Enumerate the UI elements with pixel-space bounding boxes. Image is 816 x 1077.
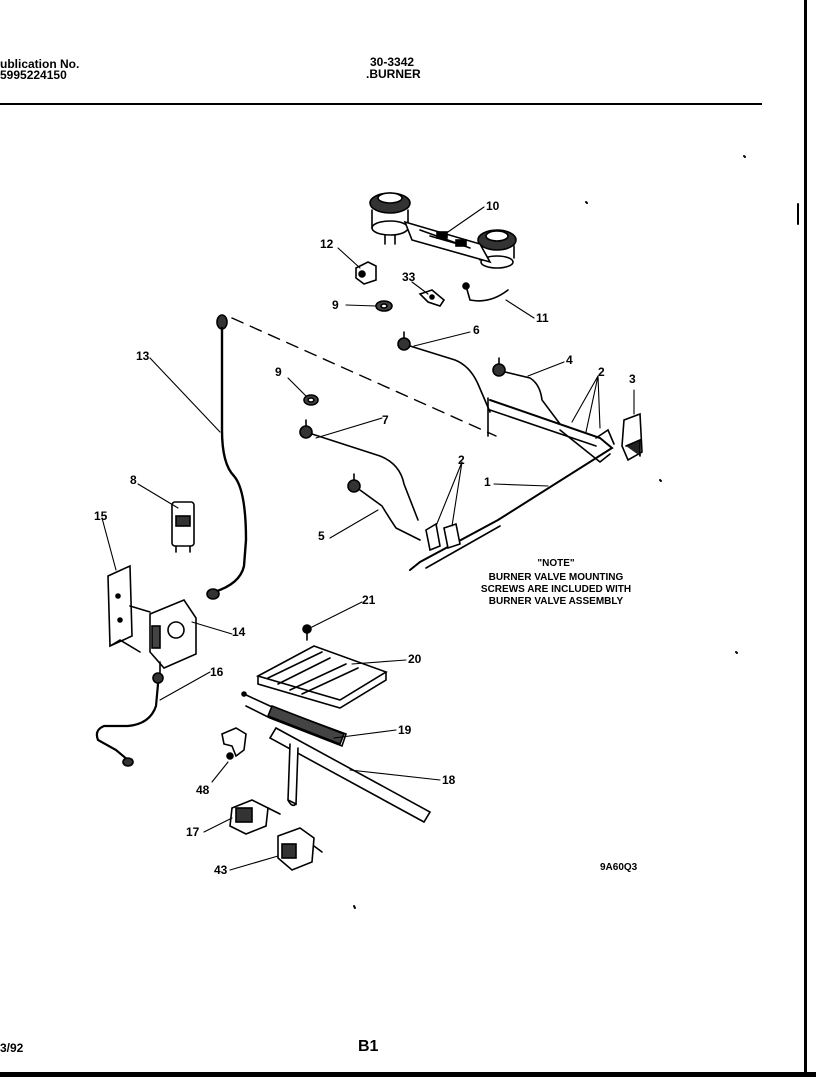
label-18: 18 bbox=[442, 773, 456, 787]
revision-date: 3/92 bbox=[0, 1041, 24, 1055]
section-name: .BURNER bbox=[366, 67, 421, 81]
part-43-bracket bbox=[277, 827, 323, 871]
callout-labels: 10 12 33 9 11 6 13 4 9 2 3 7 2 8 1 15 5 … bbox=[94, 199, 636, 877]
part-4-tube bbox=[492, 357, 561, 425]
page-number: B1 bbox=[358, 1038, 379, 1055]
label-7: 7 bbox=[382, 413, 389, 427]
part-18-burner-tube bbox=[268, 726, 432, 824]
part-12-bracket bbox=[355, 261, 377, 285]
label-6b: 8 bbox=[130, 473, 137, 487]
scan-specks bbox=[353, 155, 799, 909]
label-4: 4 bbox=[566, 353, 573, 367]
note-line-3: BURNER VALVE ASSEMBLY bbox=[489, 596, 624, 607]
part-21-screw bbox=[302, 624, 312, 641]
frame-right-edge bbox=[804, 0, 807, 1072]
label-48: 48 bbox=[196, 783, 210, 797]
publication-label: ublication No. bbox=[0, 57, 80, 71]
part-10-burner-head bbox=[369, 192, 517, 269]
label-14: 14 bbox=[232, 625, 246, 639]
part-13-tube bbox=[206, 314, 248, 600]
label-19: 19 bbox=[398, 723, 412, 737]
label-9a: 9 bbox=[332, 298, 339, 312]
part-17-spark-module bbox=[229, 799, 281, 835]
label-33: 33 bbox=[402, 270, 416, 284]
label-15: 15 bbox=[94, 509, 108, 523]
label-13: 13 bbox=[136, 349, 150, 363]
note-line-1: BURNER VALVE MOUNTING bbox=[489, 572, 624, 583]
label-1: 1 bbox=[484, 475, 491, 489]
label-21: 21 bbox=[362, 593, 376, 607]
label-9b: 9 bbox=[275, 365, 282, 379]
part-6-tube bbox=[397, 331, 491, 413]
label-10: 10 bbox=[486, 199, 500, 213]
model-number: 30-3342 bbox=[370, 55, 415, 69]
part-14-thermostat bbox=[149, 599, 197, 681]
label-3: 3 bbox=[629, 372, 636, 386]
part-7-tube bbox=[299, 419, 419, 521]
publication-number: 5995224150 bbox=[0, 68, 67, 82]
leader-lines bbox=[101, 206, 635, 871]
part-16-tube bbox=[95, 672, 164, 767]
frame-bottom-edge bbox=[0, 1072, 816, 1077]
part-2-valves-lower bbox=[425, 522, 461, 552]
part-19-ignitor bbox=[241, 691, 348, 748]
part-5-tube bbox=[347, 473, 421, 541]
note-line-2: SCREWS ARE INCLUDED WITH bbox=[481, 584, 631, 595]
note-title: "NOTE" bbox=[537, 558, 575, 569]
part-3-valve bbox=[621, 412, 643, 462]
label-20: 20 bbox=[408, 652, 422, 666]
label-2b: 2 bbox=[458, 453, 465, 467]
part-1-manifold bbox=[409, 397, 615, 571]
label-6: 6 bbox=[473, 323, 480, 337]
assembly-note: "NOTE" BURNER VALVE MOUNTING SCREWS ARE … bbox=[481, 558, 631, 607]
part-9-washer-upper bbox=[375, 300, 393, 312]
figure-code: 9A60Q3 bbox=[600, 862, 638, 873]
part-9-washer-lower bbox=[303, 394, 319, 406]
part-48-hook bbox=[221, 727, 247, 760]
part-15-bracket bbox=[107, 564, 151, 653]
label-5: 5 bbox=[318, 529, 325, 543]
label-12: 12 bbox=[320, 237, 334, 251]
part-8-switch bbox=[171, 501, 195, 553]
part-11-wire bbox=[462, 282, 509, 302]
label-16: 16 bbox=[210, 665, 224, 679]
label-2a: 2 bbox=[598, 365, 605, 379]
header-rule bbox=[0, 103, 762, 105]
label-17: 17 bbox=[186, 825, 200, 839]
label-43: 43 bbox=[214, 863, 228, 877]
part-33-clip bbox=[418, 289, 446, 307]
label-11: 11 bbox=[536, 311, 549, 325]
part-20-heat-shield bbox=[255, 645, 388, 709]
